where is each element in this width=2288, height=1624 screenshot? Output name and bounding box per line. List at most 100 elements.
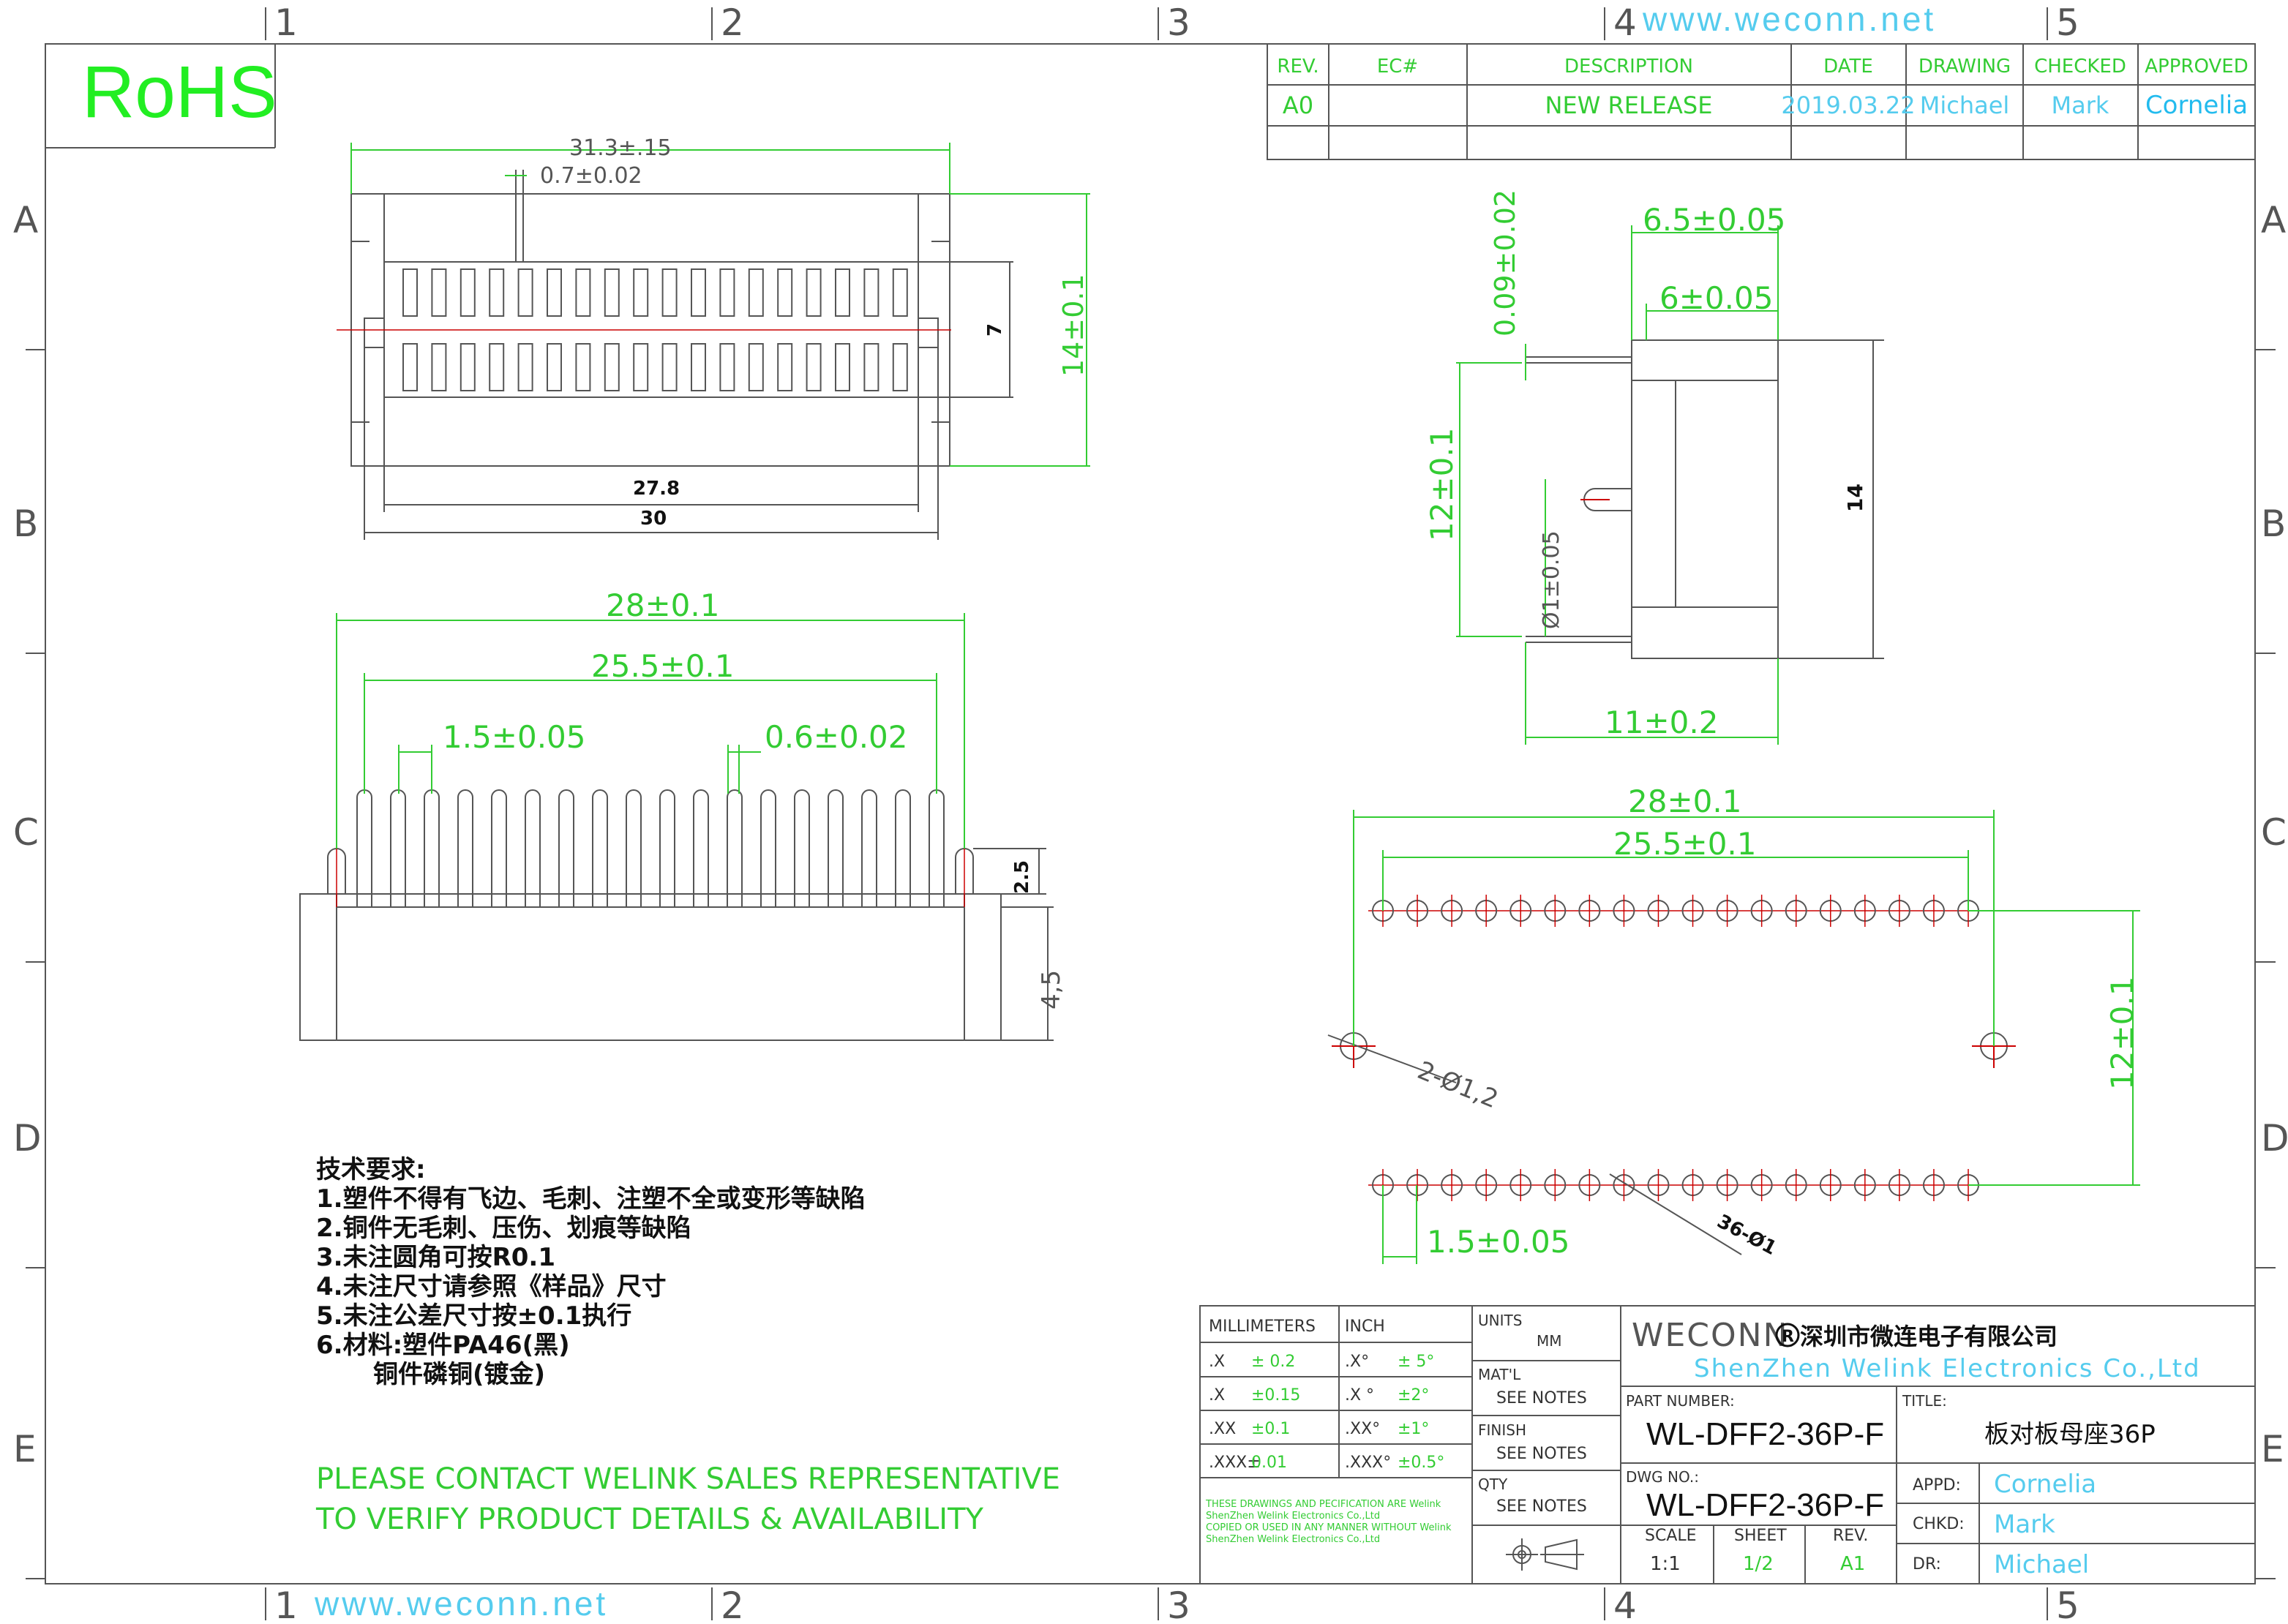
website-top: www.weconn.net	[1642, 0, 1936, 38]
dim-top-14: 14±0.1	[1057, 274, 1089, 377]
rohs-label: RoHS	[82, 51, 277, 133]
front-pin	[592, 789, 608, 907]
dim-front-25: 2.5	[1011, 860, 1033, 894]
front-pin	[659, 789, 675, 907]
front-pin	[794, 789, 810, 907]
top-view-dims	[350, 143, 1090, 540]
dim-side-14: 14	[1843, 484, 1867, 512]
tol-inch-key: .XXX°	[1345, 1454, 1391, 1472]
top-contact-slot	[806, 343, 822, 391]
note-2: 2.铜件无毛刺、压伤、划痕等缺陷	[316, 1214, 691, 1243]
dim-front-06: 0.6±0.02	[765, 719, 908, 755]
grid-col-top-2: 2	[721, 1, 744, 44]
dim-top-30: 30	[640, 508, 667, 530]
tol-mm-value: ± 0.2	[1251, 1353, 1295, 1371]
tol-mm-key: .XX	[1209, 1420, 1236, 1438]
top-contact-slot	[777, 343, 793, 391]
brand-logo: WECONN	[1632, 1317, 1789, 1354]
rev-header-6: APPROVED	[2145, 56, 2248, 78]
top-contact-slot	[661, 268, 678, 317]
matl-value: SEE NOTES	[1496, 1389, 1587, 1407]
top-contact-slot	[806, 268, 822, 317]
tol-inch-value: ±2°	[1398, 1386, 1429, 1405]
dim-front-45: 4,5	[1037, 970, 1066, 1010]
dim-front-255: 25.5±0.1	[591, 648, 735, 684]
dim-side-phi1: Ø1±0.05	[1539, 530, 1564, 629]
rev-cell-3: 2019.03.22	[1781, 91, 1915, 119]
top-contact-slot	[489, 268, 505, 317]
dim-side-009: 0.09±0.02	[1489, 189, 1521, 337]
top-contact-slot	[575, 268, 591, 317]
top-contact-slot	[431, 268, 447, 317]
note-5: 5.未注公差尺寸按±0.1执行	[316, 1301, 631, 1331]
chkd-value: Mark	[1994, 1510, 2055, 1539]
company-name-cn: 深圳市微连电子有限公司	[1800, 1323, 2058, 1350]
dim-pcb-28: 28±0.1	[1628, 783, 1741, 819]
top-contact-slot	[460, 268, 476, 317]
top-contact-slot	[892, 268, 908, 317]
top-contact-slot	[835, 343, 850, 391]
top-contact-slot	[547, 343, 562, 391]
dim-pcb-255: 25.5±0.1	[1613, 826, 1757, 862]
grid-col-top-1: 1	[274, 1, 298, 44]
company-name-en: ShenZhen Welink Electronics Co.,Ltd	[1694, 1354, 2201, 1383]
front-pin	[626, 789, 642, 907]
front-pin	[693, 789, 709, 907]
title-value: 板对板母座36P	[1984, 1420, 2156, 1449]
finish-label: FINISH	[1478, 1421, 1526, 1439]
drawing-frame	[45, 43, 2256, 1584]
top-contact-slot	[892, 343, 908, 391]
registered-icon	[1775, 1323, 1800, 1347]
pcb-layout-dims	[1353, 810, 2140, 1264]
front-pin	[390, 789, 406, 907]
top-contact-slot	[719, 268, 735, 317]
top-contact-slot	[460, 343, 476, 391]
top-contact-slot	[489, 343, 505, 391]
top-contact-slot	[748, 343, 764, 391]
matl-label: MAT'L	[1478, 1366, 1521, 1383]
top-contact-slot	[863, 343, 879, 391]
front-pin	[861, 789, 877, 907]
top-contact-slot	[517, 268, 533, 317]
front-pin	[424, 789, 440, 907]
top-contact-slot	[691, 268, 706, 317]
rev-header-4: DRAWING	[1918, 56, 2011, 78]
top-contact-slot	[777, 268, 793, 317]
front-pin	[558, 789, 574, 907]
disclaimer-line: COPIED OR USED IN ANY MANNER WITHOUT Wel…	[1206, 1522, 1452, 1533]
dwg-number-value: WL-DFF2-36P-F	[1646, 1487, 1884, 1523]
top-contact-slot	[633, 268, 649, 317]
top-contact-slot	[402, 343, 418, 391]
tol-mm-value: ±0.15	[1251, 1386, 1300, 1405]
front-pin	[491, 789, 507, 907]
front-pin	[929, 789, 945, 907]
qty-label: QTY	[1478, 1475, 1508, 1493]
title-block	[1199, 1305, 2256, 1584]
top-contact-slot	[719, 343, 735, 391]
tol-mm-value: 0.01	[1251, 1454, 1287, 1472]
front-view	[299, 789, 1002, 1041]
top-contact-slot	[633, 343, 649, 391]
front-pin	[760, 789, 776, 907]
dim-top-278: 27.8	[633, 478, 680, 500]
grid-row-right-C: C	[2261, 811, 2287, 854]
top-view	[337, 170, 951, 467]
top-contact-slot	[547, 268, 562, 317]
grid-row-left-B: B	[13, 503, 38, 545]
tol-inch-header: INCH	[1345, 1317, 1385, 1336]
tol-mm-header: MILLIMETERS	[1209, 1317, 1316, 1336]
dim-side-6: 6±0.05	[1659, 280, 1773, 316]
tol-inch-key: .X °	[1345, 1386, 1374, 1405]
rev-header-5: CHECKED	[2034, 56, 2126, 78]
tol-mm-key: .XXX±	[1209, 1454, 1261, 1472]
dim-pcb-holes: 36-Ø1	[1714, 1211, 1780, 1260]
tol-mm-key: .X	[1209, 1353, 1225, 1371]
dim-pcb-12: 12±0.1	[2104, 977, 2140, 1090]
dim-front-28: 28±0.1	[606, 587, 719, 623]
top-contact-slot	[604, 343, 620, 391]
grid-col-bottom-4: 4	[1613, 1584, 1637, 1624]
top-contact-slot	[748, 268, 764, 317]
grid-col-top-3: 3	[1167, 1, 1190, 44]
